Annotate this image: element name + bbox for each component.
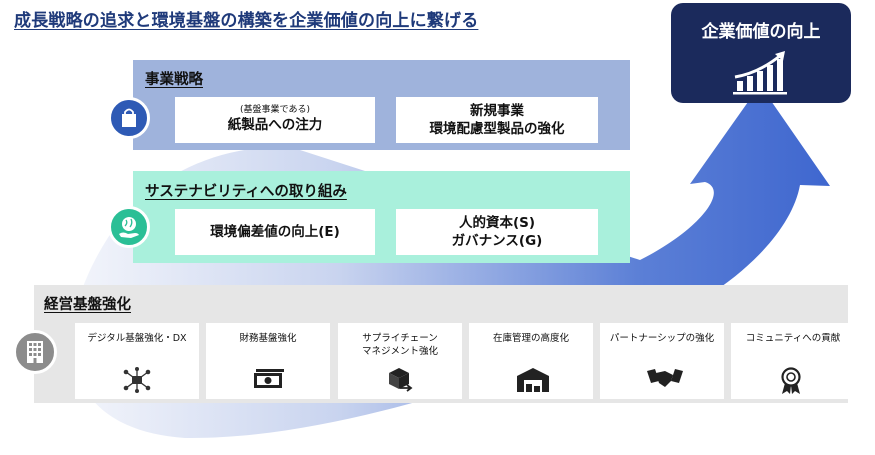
sustainability-card-environment: 環境偏差値の向上(E) <box>175 209 375 255</box>
foundation-item-label-line2: マネジメント強化 <box>361 345 438 357</box>
foundation-item-label: コミュニティへの貢献 <box>731 333 855 346</box>
foundation-item-label-line1: 財務基盤強化 <box>239 333 297 344</box>
strategy-card-sub: (基盤事業である) <box>240 105 310 116</box>
strategy-icon-circle <box>108 97 150 139</box>
foundation-item-community: コミュニティへの貢献 <box>731 323 855 399</box>
foundation-item-partnership: パートナーシップの強化 <box>600 323 724 399</box>
foundation-item-supply-chain: サプライチェーン マネジメント強化 <box>338 323 462 399</box>
money-icon <box>254 369 284 388</box>
foundation-item-label: サプライチェーン マネジメント強化 <box>338 333 462 359</box>
network-icon <box>123 367 151 393</box>
foundation-item-label-line1: コミュニティへの貢献 <box>745 333 841 344</box>
sustainability-card-social-governance: 人的資本(S) ガバナンス(G) <box>396 209 598 255</box>
sustainability-title: サステナビリティへの取り組み <box>145 184 347 200</box>
strategy-card-line1: 新規事業 <box>470 102 524 119</box>
strategy-card-line2: 環境配慮型製品の強化 <box>429 121 565 137</box>
foundation-item-label-line1: 在庫管理の高度化 <box>492 333 569 344</box>
goal-box: 企業価値の向上 <box>671 3 851 103</box>
sustainability-card-line1: 人的資本(S) <box>458 214 536 231</box>
award-ribbon-icon <box>781 367 801 394</box>
foundation-item-label-line1: パートナーシップの強化 <box>609 333 715 344</box>
foundation-item-label: 在庫管理の高度化 <box>469 333 593 346</box>
handshake-icon <box>647 369 683 387</box>
foundation-item-label-line1: サプライチェーン <box>362 333 438 344</box>
foundation-item-label-line1: デジタル基盤強化・DX <box>87 333 187 344</box>
foundation-icon-circle <box>13 330 57 374</box>
building-icon <box>27 341 43 363</box>
page-title: 成長戦略の追求と環境基盤の構築を企業価値の向上に繋げる <box>14 11 479 31</box>
foundation-item-inventory: 在庫管理の高度化 <box>469 323 593 399</box>
foundation-item-label: 財務基盤強化 <box>206 333 330 346</box>
strategy-card-new-business: 新規事業 環境配慮型製品の強化 <box>396 97 598 143</box>
foundation-item-label: デジタル基盤強化・DX <box>75 333 199 346</box>
strategy-title: 事業戦略 <box>145 72 203 88</box>
globe-hand-icon <box>119 217 139 238</box>
warehouse-icon <box>517 368 549 392</box>
sustainability-band: サステナビリティへの取り組み 環境偏差値の向上(E) 人的資本(S) ガバナンス… <box>133 171 630 263</box>
foundation-item-dx: デジタル基盤強化・DX <box>75 323 199 399</box>
strategy-band: 事業戦略 (基盤事業である) 紙製品への注力 新規事業 環境配慮型製品の強化 <box>133 60 630 150</box>
strategy-card-line1: 紙製品への注力 <box>227 117 323 134</box>
growth-chart-icon <box>733 51 787 95</box>
foundation-item-finance: 財務基盤強化 <box>206 323 330 399</box>
sustainability-card-line1: 環境偏差値の向上(E) <box>210 223 340 240</box>
sustainability-card-line2: ガバナンス(G) <box>451 233 543 249</box>
sustainability-icon-circle <box>108 206 150 248</box>
shopping-bag-icon <box>122 108 136 127</box>
foundation-item-label: パートナーシップの強化 <box>600 333 724 346</box>
supply-chain-icon <box>389 368 413 392</box>
foundation-title: 経営基盤強化 <box>44 297 131 313</box>
goal-label: 企業価値の向上 <box>701 22 821 42</box>
strategy-card-paper: (基盤事業である) 紙製品への注力 <box>175 97 375 143</box>
